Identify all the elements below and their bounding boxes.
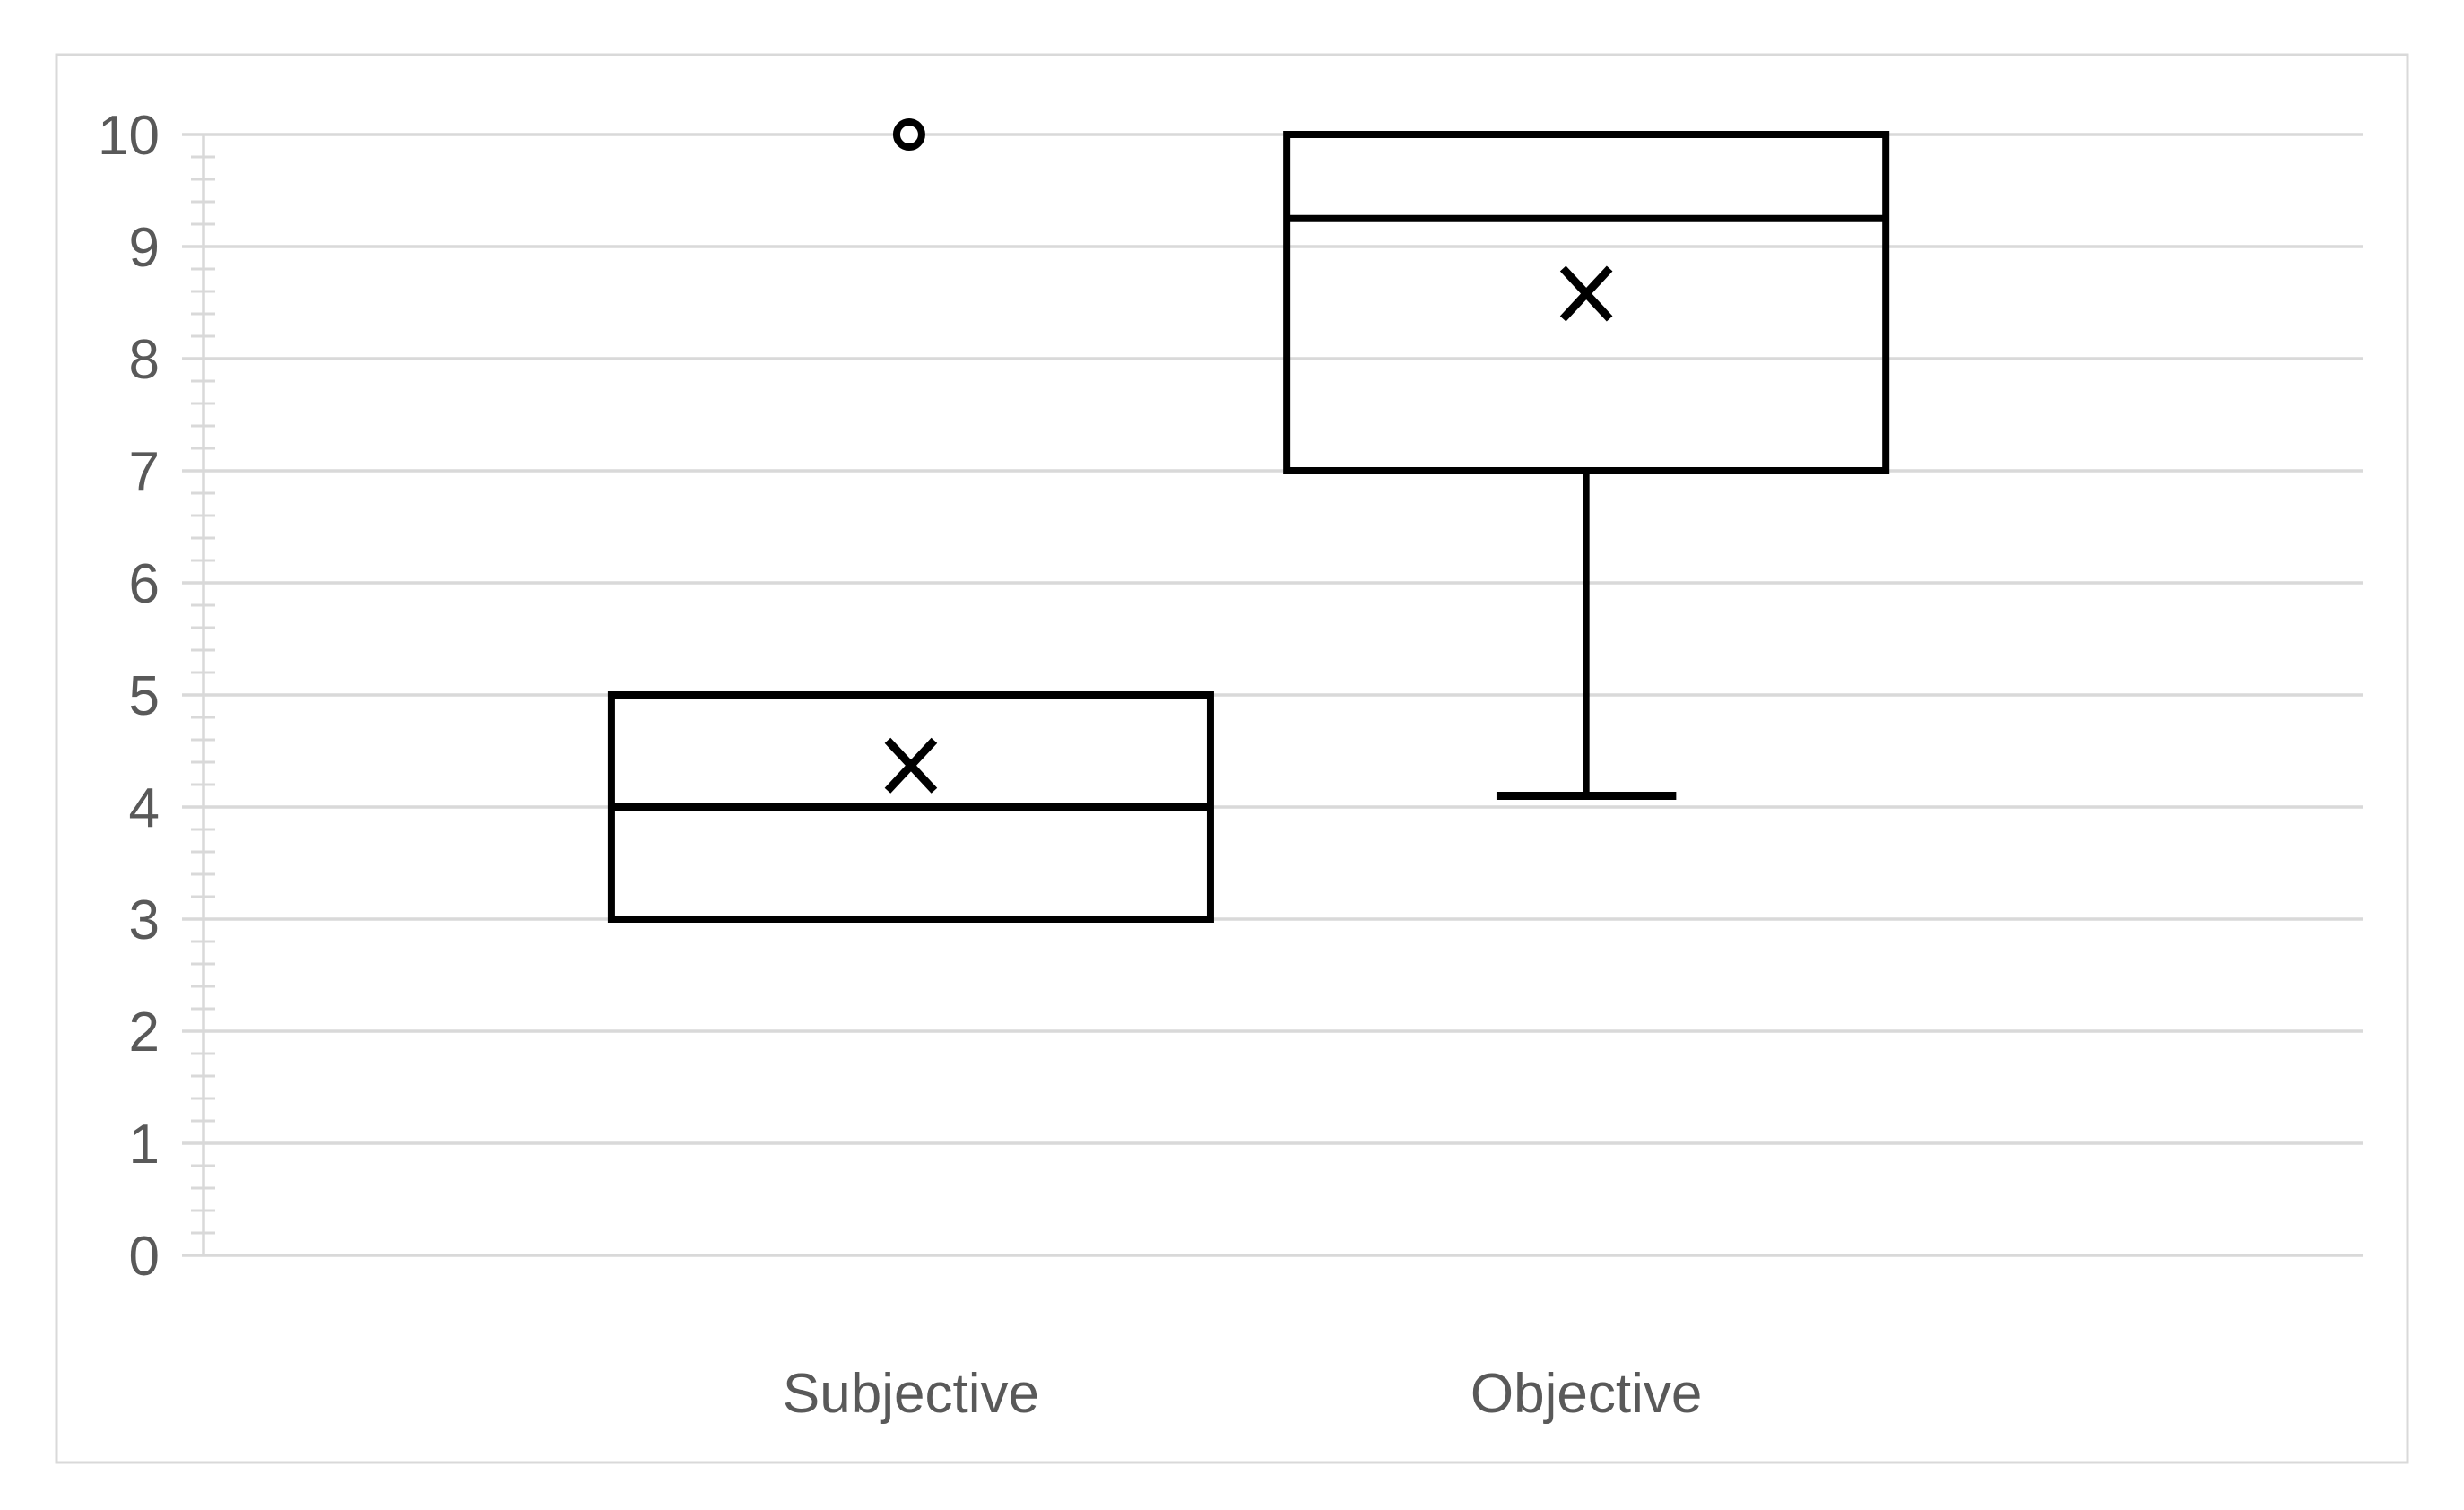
y-axis-tick-label: 2 [129, 1002, 160, 1063]
y-axis-tick-label: 5 [129, 665, 160, 727]
outlier-point [892, 118, 925, 151]
y-axis-tick-label: 4 [129, 777, 160, 839]
y-axis-tick-label: 3 [129, 890, 160, 951]
box-objective [1283, 131, 1890, 474]
y-axis-tick-label: 10 [98, 105, 160, 167]
y-axis-tick-label: 9 [129, 217, 160, 279]
mean-x-marker [1559, 265, 1613, 322]
category-label: Objective [1471, 1363, 1702, 1425]
y-axis-tick-label: 0 [129, 1226, 160, 1288]
y-axis-tick-label: 8 [129, 329, 160, 391]
category-label: Subjective [783, 1363, 1039, 1425]
y-axis-tick-label: 7 [129, 441, 160, 503]
y-axis-tick-label: 1 [129, 1114, 160, 1176]
chart-border [55, 53, 2409, 1464]
y-axis-tick-label: 6 [129, 553, 160, 615]
mean-x-marker [884, 737, 938, 794]
